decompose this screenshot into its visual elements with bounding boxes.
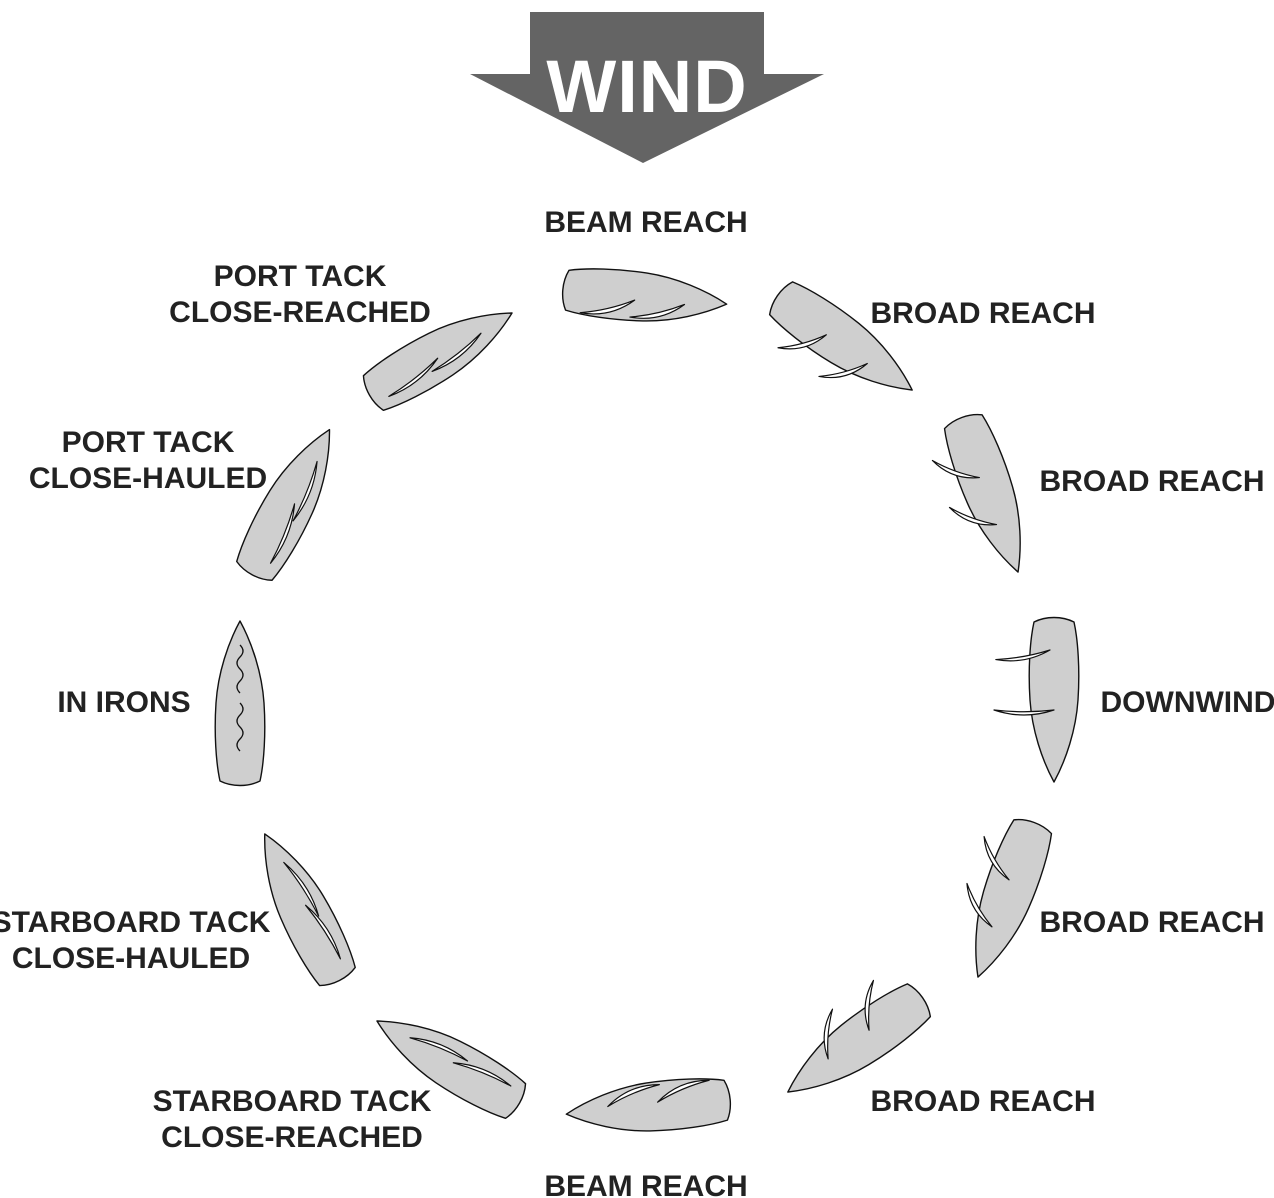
boat-beam-reach-top bbox=[561, 268, 728, 322]
boat-sail bbox=[777, 334, 827, 350]
wind-arrow: WIND bbox=[470, 12, 824, 163]
boat-hull bbox=[236, 428, 331, 581]
boat-sail bbox=[995, 649, 1051, 662]
boat-starboard-tack-close-reached bbox=[376, 1020, 527, 1120]
label-line: DOWNWIND bbox=[1101, 686, 1274, 719]
label-line: CLOSE-REACHED bbox=[161, 1121, 423, 1154]
boat-hull bbox=[943, 413, 1021, 573]
label-line: BROAD REACH bbox=[871, 1085, 1096, 1118]
boat-hull bbox=[376, 1020, 527, 1120]
boat-sail bbox=[818, 362, 868, 379]
boat-sail bbox=[864, 979, 875, 1031]
boat-port-tack-close-reached bbox=[362, 312, 513, 412]
label-line: STARBOARD TACK bbox=[0, 906, 271, 939]
boat-sail bbox=[993, 709, 1055, 716]
boat-starboard-tack-close-hauled bbox=[264, 833, 356, 987]
boat-hull bbox=[1028, 616, 1080, 783]
boat-sail bbox=[579, 299, 636, 315]
boat-hull bbox=[787, 983, 932, 1093]
label-line: IN IRONS bbox=[57, 686, 190, 719]
label-downwind: DOWNWIND bbox=[1101, 686, 1274, 719]
boat-sail bbox=[657, 1079, 710, 1103]
label-line: BROAD REACH bbox=[871, 297, 1096, 330]
label-broad-reach-4: BROAD REACH bbox=[871, 1085, 1096, 1118]
label-beam-reach-top: BEAM REACH bbox=[544, 206, 747, 239]
boat-sail bbox=[304, 904, 342, 960]
label-line: BROAD REACH bbox=[1040, 906, 1265, 939]
boat-broad-reach-2 bbox=[931, 413, 1021, 573]
boat-hull bbox=[362, 312, 513, 412]
boat-beam-reach-bottom bbox=[565, 1078, 732, 1132]
labels-layer: BEAM REACH BROAD REACH BROAD REACH DOWNWIND… bbox=[0, 206, 1274, 1198]
label-line: CLOSE-REACHED bbox=[169, 296, 431, 329]
boat-sail bbox=[409, 1037, 469, 1062]
label-line: CLOSE-HAULED bbox=[12, 942, 250, 975]
boat-downwind bbox=[993, 616, 1080, 783]
label-line: PORT TACK bbox=[214, 260, 387, 293]
boat-sail bbox=[292, 460, 318, 522]
boat-hull bbox=[768, 281, 913, 391]
label-line: STARBOARD TACK bbox=[153, 1085, 432, 1118]
boat-sail bbox=[607, 1084, 660, 1108]
wind-label: WIND bbox=[546, 45, 747, 128]
boat-broad-reach-3 bbox=[966, 818, 1053, 978]
boat-hull bbox=[561, 268, 728, 322]
label-line: CLOSE-HAULED bbox=[29, 462, 267, 495]
label-line: BEAM REACH bbox=[544, 1170, 747, 1198]
label-broad-reach-1: BROAD REACH bbox=[871, 297, 1096, 330]
label-broad-reach-3: BROAD REACH bbox=[1040, 906, 1265, 939]
boat-broad-reach-4 bbox=[787, 979, 932, 1093]
label-in-irons: IN IRONS bbox=[57, 686, 190, 719]
boat-sail bbox=[629, 303, 686, 319]
luffing-sail bbox=[236, 644, 244, 694]
boat-hull bbox=[565, 1078, 732, 1132]
boat-sail bbox=[931, 459, 981, 479]
boats-layer bbox=[214, 268, 1080, 1132]
label-line: BEAM REACH bbox=[544, 206, 747, 239]
label-line: BROAD REACH bbox=[1040, 465, 1265, 498]
boat-broad-reach-1 bbox=[768, 281, 913, 391]
boat-in-irons bbox=[214, 620, 266, 787]
wind-arrow-shape bbox=[470, 12, 824, 163]
label-beam-reach-bottom: BEAM REACH bbox=[544, 1170, 747, 1198]
label-line: PORT TACK bbox=[62, 426, 235, 459]
boat-port-tack-close-hauled bbox=[236, 428, 331, 581]
boat-sail bbox=[948, 506, 998, 526]
boat-sail bbox=[823, 1008, 834, 1060]
luffing-sail bbox=[236, 702, 244, 752]
label-broad-reach-2: BROAD REACH bbox=[1040, 465, 1265, 498]
boat-sail bbox=[283, 861, 320, 917]
